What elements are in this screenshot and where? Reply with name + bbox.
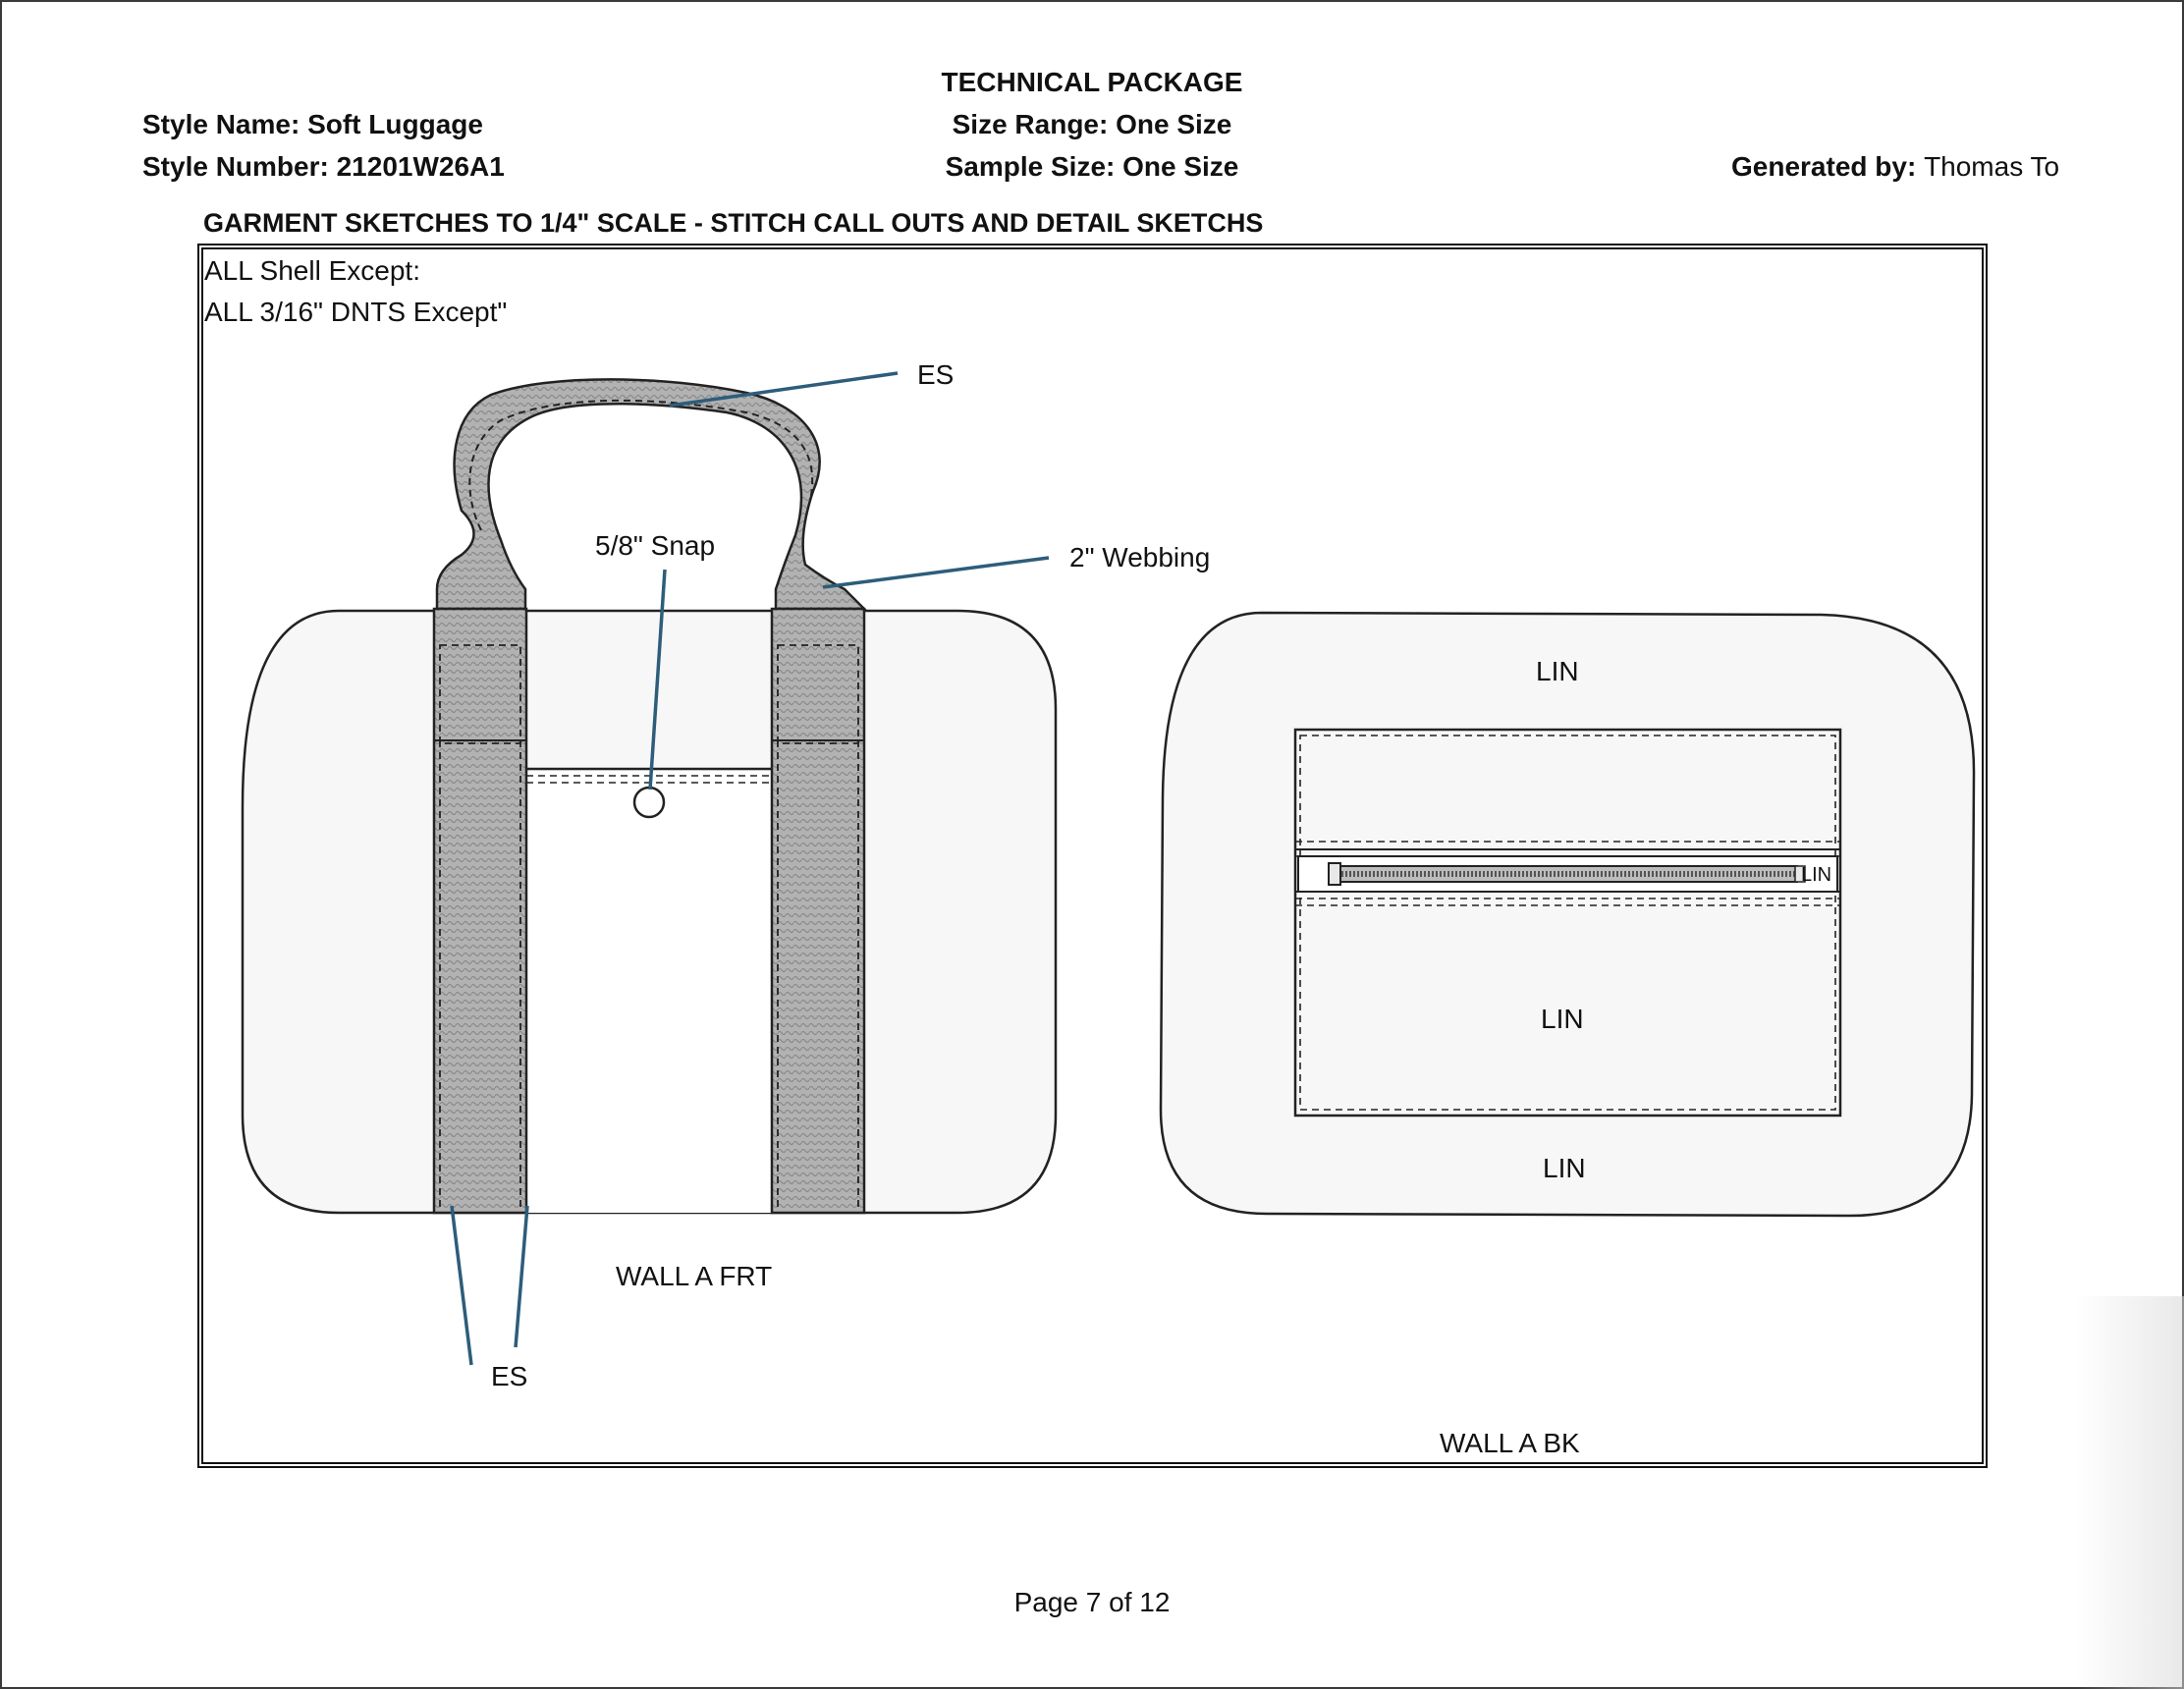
es-top-label: ES — [917, 359, 955, 390]
es-bottom-label: ES — [491, 1361, 528, 1391]
style-number: Style Number: 21201W26A1 — [142, 151, 505, 182]
sketch-frame — [197, 244, 1988, 1468]
page-shadow — [2076, 1296, 2184, 1689]
wall-front-label: WALL A FRT — [616, 1261, 773, 1291]
back-pocket — [1293, 728, 1842, 1117]
callout-lines — [450, 371, 1050, 1366]
zipper — [1328, 862, 1806, 886]
snap-icon — [632, 786, 666, 819]
generated-by: Generated by: Thomas To — [1731, 151, 2059, 183]
page-number: Page 7 of 12 — [1013, 1587, 1171, 1617]
lin-top-label: LIN — [1536, 656, 1579, 686]
size-range: Size Range: One Size — [952, 109, 1232, 139]
snap-label: 5/8" Snap — [595, 530, 716, 561]
right-strap — [770, 607, 866, 1215]
es-bottom-leader-a — [450, 1205, 473, 1366]
stitch-note: ALL 3/16" DNTS Except" — [204, 297, 508, 327]
generated-by-label: Generated by: — [1731, 151, 1917, 182]
snap-leader — [648, 569, 667, 790]
back-bag-sketch — [1159, 611, 1976, 1218]
lin-pocket-label: LIN — [1541, 1004, 1584, 1034]
generated-by-value: Thomas To — [1924, 151, 2060, 182]
style-name: Style Name: Soft Luggage — [142, 109, 483, 139]
lin-bottom-label: LIN — [1543, 1153, 1586, 1183]
es-top-leader — [669, 371, 899, 408]
sketch-frame-inner — [201, 247, 1984, 1464]
page-title: TECHNICAL PACKAGE — [941, 67, 1243, 97]
front-bag-sketch — [241, 376, 1058, 1215]
left-strap — [432, 607, 528, 1215]
shell-note: ALL Shell Except: — [204, 255, 420, 286]
webbing-label: 2" Webbing — [1069, 542, 1211, 572]
webbing-leader — [822, 556, 1050, 589]
lin-zip-label: LIN — [1801, 864, 1832, 886]
zipper-pull-icon — [1328, 862, 1341, 886]
sample-size: Sample Size: One Size — [945, 151, 1239, 182]
section-title: GARMENT SKETCHES TO 1/4" SCALE - STITCH … — [203, 208, 1264, 238]
wall-back-label: WALL A BK — [1440, 1428, 1580, 1458]
front-pocket — [526, 767, 772, 1213]
es-bottom-leader-b — [514, 1205, 529, 1348]
